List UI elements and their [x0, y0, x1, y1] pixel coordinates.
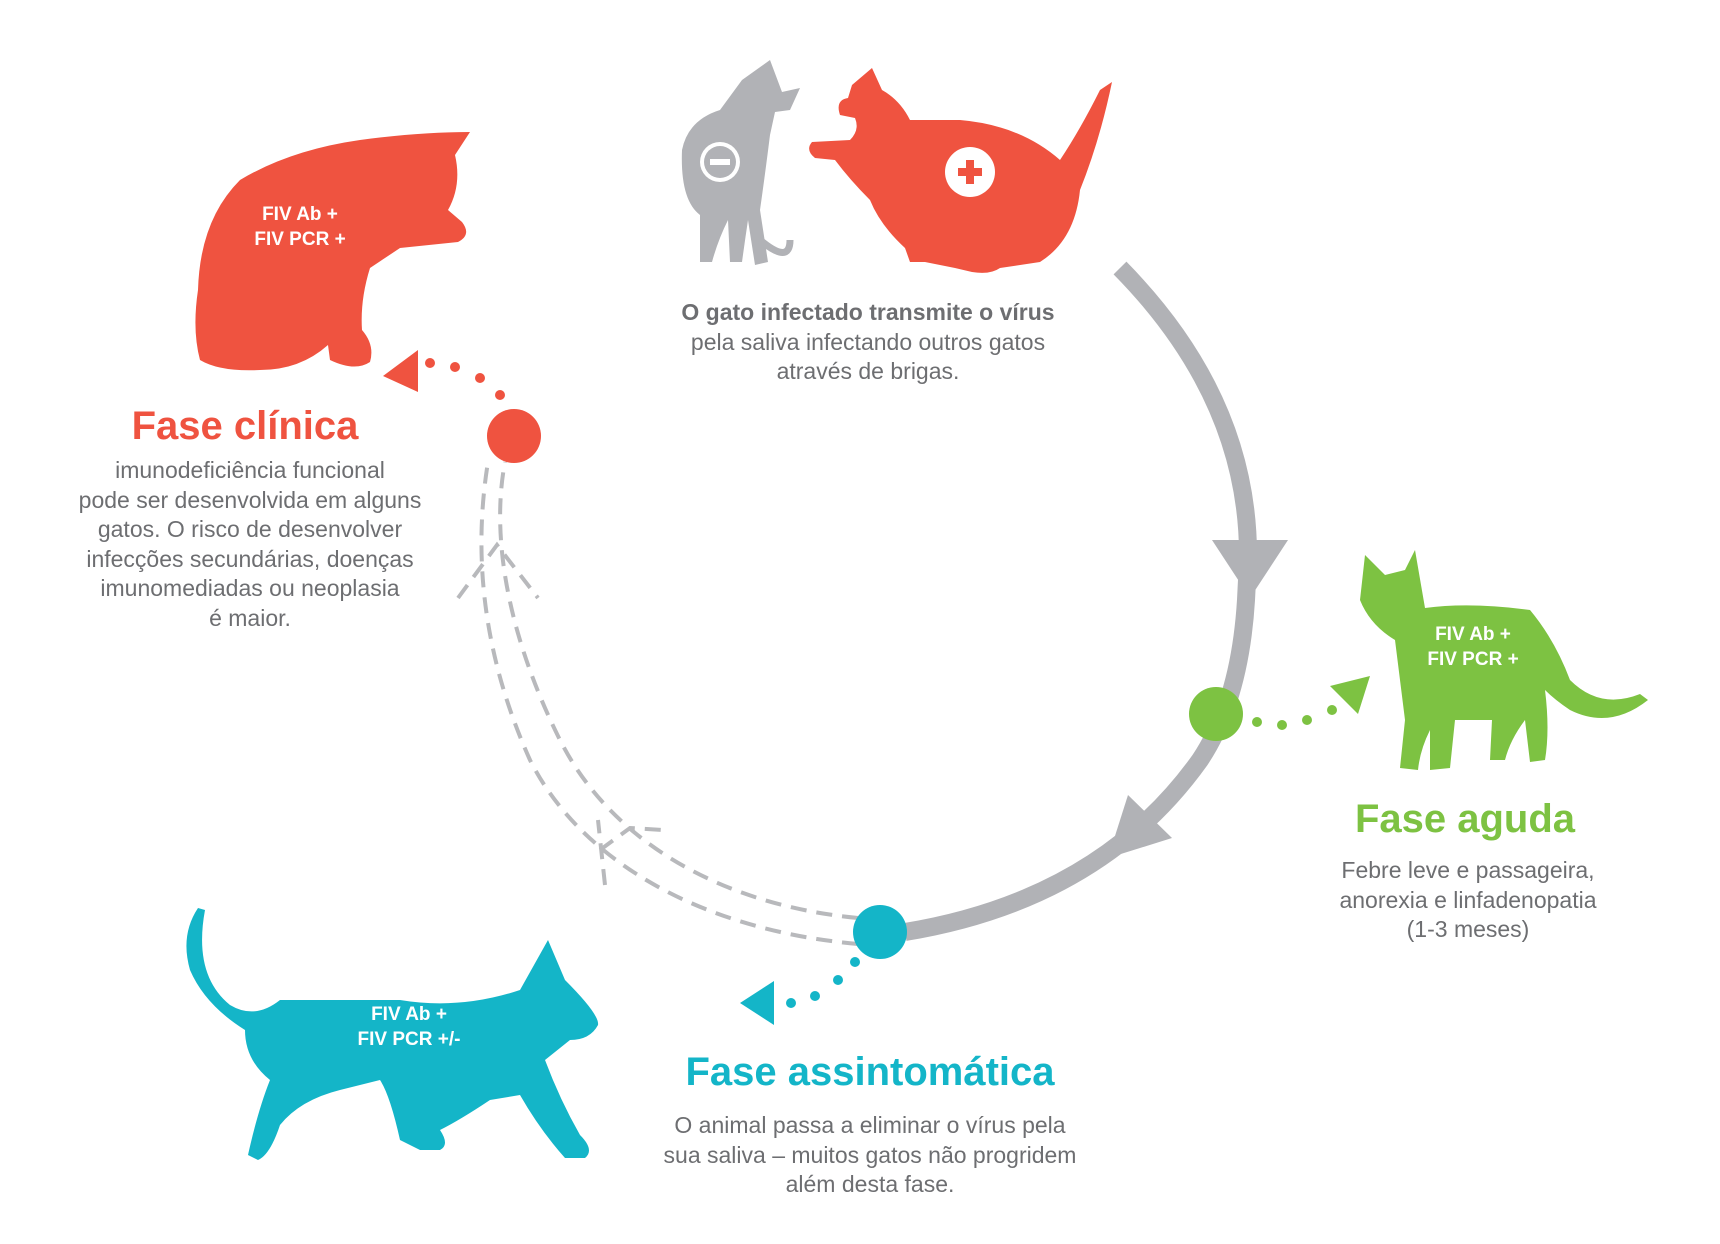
cycle-arc [903, 261, 1258, 941]
acute-title: Fase aguda [1354, 797, 1576, 841]
asymptomatic-cat-silhouette [186, 908, 599, 1160]
clinical-description: imunodeficiência funcional pode ser dese… [79, 456, 422, 633]
acute-ab-label: FIV Ab + [1435, 624, 1511, 645]
clinical-line: imunomediadas ou neoplasia [100, 575, 400, 601]
asymptomatic-title: Fase assintomática [685, 1050, 1055, 1094]
clinical-line: imunodeficiência funcional [115, 457, 385, 483]
clinical-line: é maior. [209, 604, 291, 631]
acute-pcr-label: FIV PCR + [1427, 649, 1519, 670]
clinical-title: Fase clínica [131, 404, 359, 448]
asymptomatic-line: sua saliva – muitos gatos não progridem [663, 1141, 1077, 1168]
acute-line: anorexia e linfadenopatia [1339, 886, 1597, 913]
transmission-text: O gato infectado transmite o vírus pela … [681, 298, 1054, 387]
asymptomatic-dotted-arrow [740, 957, 860, 1025]
asymptomatic-line: O animal passa a eliminar o vírus pela [674, 1112, 1066, 1138]
clinical-line: infecções secundárias, doenças [86, 545, 414, 572]
cycle-arrowhead-down [1212, 540, 1288, 598]
cycle-arrowhead-down-left [1108, 795, 1172, 858]
infected-cat-silhouette [809, 68, 1112, 273]
acute-line: Febre leve e passageira, [1341, 857, 1595, 883]
clinical-node [487, 409, 541, 463]
acute-dotted-arrow [1252, 676, 1370, 730]
asymptomatic-pcr-label: FIV PCR +/- [357, 1029, 461, 1050]
acute-cat-label: FIV Ab + FIV PCR + [1427, 622, 1518, 672]
clinical-dotted-arrow [383, 350, 505, 400]
acute-node [1189, 687, 1243, 741]
clinical-cat-silhouette [195, 132, 470, 371]
transmission-headline: O gato infectado transmite o vírus [681, 299, 1055, 325]
clinical-pcr-label: FIV PCR + [254, 229, 346, 250]
acute-line: (1-3 meses) [1406, 916, 1530, 942]
dashed-progression-arrow [456, 461, 859, 946]
clinical-line: pode ser desenvolvida em alguns [78, 486, 422, 513]
transmission-line-3: através de brigas. [776, 358, 960, 384]
acute-cat-silhouette [1360, 550, 1648, 770]
asymptomatic-ab-label: FIV Ab + [371, 1004, 447, 1025]
clinical-ab-label: FIV Ab + [262, 204, 338, 225]
asymptomatic-node [853, 905, 907, 959]
clinical-cat-label: FIV Ab + FIV PCR + [254, 202, 345, 252]
clinical-line: gatos. O risco de desenvolver [97, 516, 403, 542]
uninfected-cat-silhouette [681, 60, 800, 265]
asymptomatic-description: O animal passa a eliminar o vírus pela s… [664, 1111, 1077, 1200]
asymptomatic-cat-label: FIV Ab + FIV PCR +/- [358, 1002, 461, 1052]
transmission-line-2: pela saliva infectando outros gatos [690, 328, 1046, 355]
acute-description: Febre leve e passageira, anorexia e linf… [1339, 856, 1596, 945]
asymptomatic-line: além desta fase. [785, 1171, 955, 1197]
